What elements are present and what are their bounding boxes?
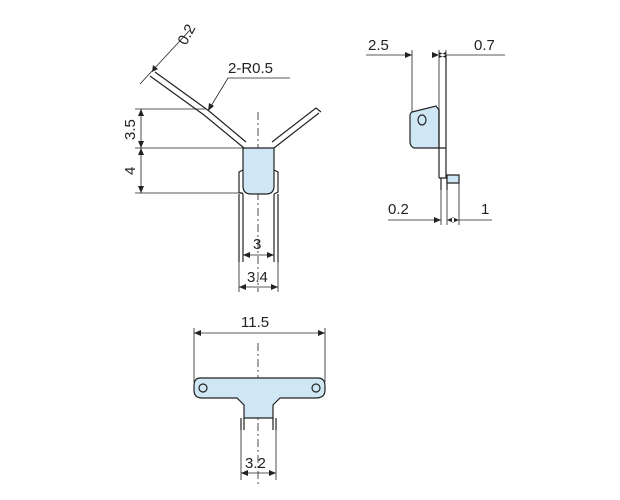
front-legs <box>238 194 279 262</box>
top-legs <box>240 418 277 430</box>
side-dim-top-left-label: 2.5 <box>368 37 389 54</box>
top-dim-overall-width-label: 11.5 <box>241 314 269 331</box>
side-dim-bottom-right-label: 1 <box>481 201 489 218</box>
side-tab <box>446 174 460 184</box>
front-dim-inner-width-label: 3 <box>253 236 261 253</box>
top-dim-leg-width-label: 3.2 <box>245 455 266 472</box>
front-thickness-arrow <box>152 65 158 72</box>
front-vertical-arrows <box>138 109 144 193</box>
front-dim-radius-label: 2-R0.5 <box>228 60 273 77</box>
front-dim-height-upper-label: 3.5 <box>122 119 139 140</box>
side-top-arrows <box>405 52 446 58</box>
front-dim-3-arrows <box>243 252 274 258</box>
top-view: 11.5 3.2 <box>193 314 326 485</box>
front-dim-thickness-label: 0.2 <box>175 21 200 47</box>
side-dim-bottom-left-label: 0.2 <box>388 201 409 218</box>
top-hole-right <box>311 383 321 393</box>
front-radius-arrow <box>208 103 214 111</box>
side-body <box>438 55 448 190</box>
front-dim-height-lower-label: 4 <box>122 167 139 175</box>
front-thickness-dim-line <box>139 29 191 85</box>
front-vertical-dim-lines <box>135 108 243 194</box>
front-radius-leader <box>207 77 290 112</box>
front-body <box>242 147 275 195</box>
side-bottom-arrows <box>434 217 459 223</box>
side-view: 2.5 0.7 0.2 1 <box>366 37 505 225</box>
side-hole <box>417 114 427 126</box>
front-dim-outer-width-label: 3.4 <box>247 269 268 286</box>
side-dim-top-right-label: 0.7 <box>474 37 495 54</box>
top-plate <box>193 377 326 419</box>
side-flange <box>409 105 440 149</box>
front-right-wing <box>271 107 322 149</box>
top-extension-lines <box>193 328 326 382</box>
front-left-wing <box>149 71 247 149</box>
front-view: 0.2 2-R0.5 3.5 4 3 3.4 <box>122 21 322 292</box>
top-dim-3-2-arrows <box>241 470 276 476</box>
top-hole-left <box>198 383 208 393</box>
